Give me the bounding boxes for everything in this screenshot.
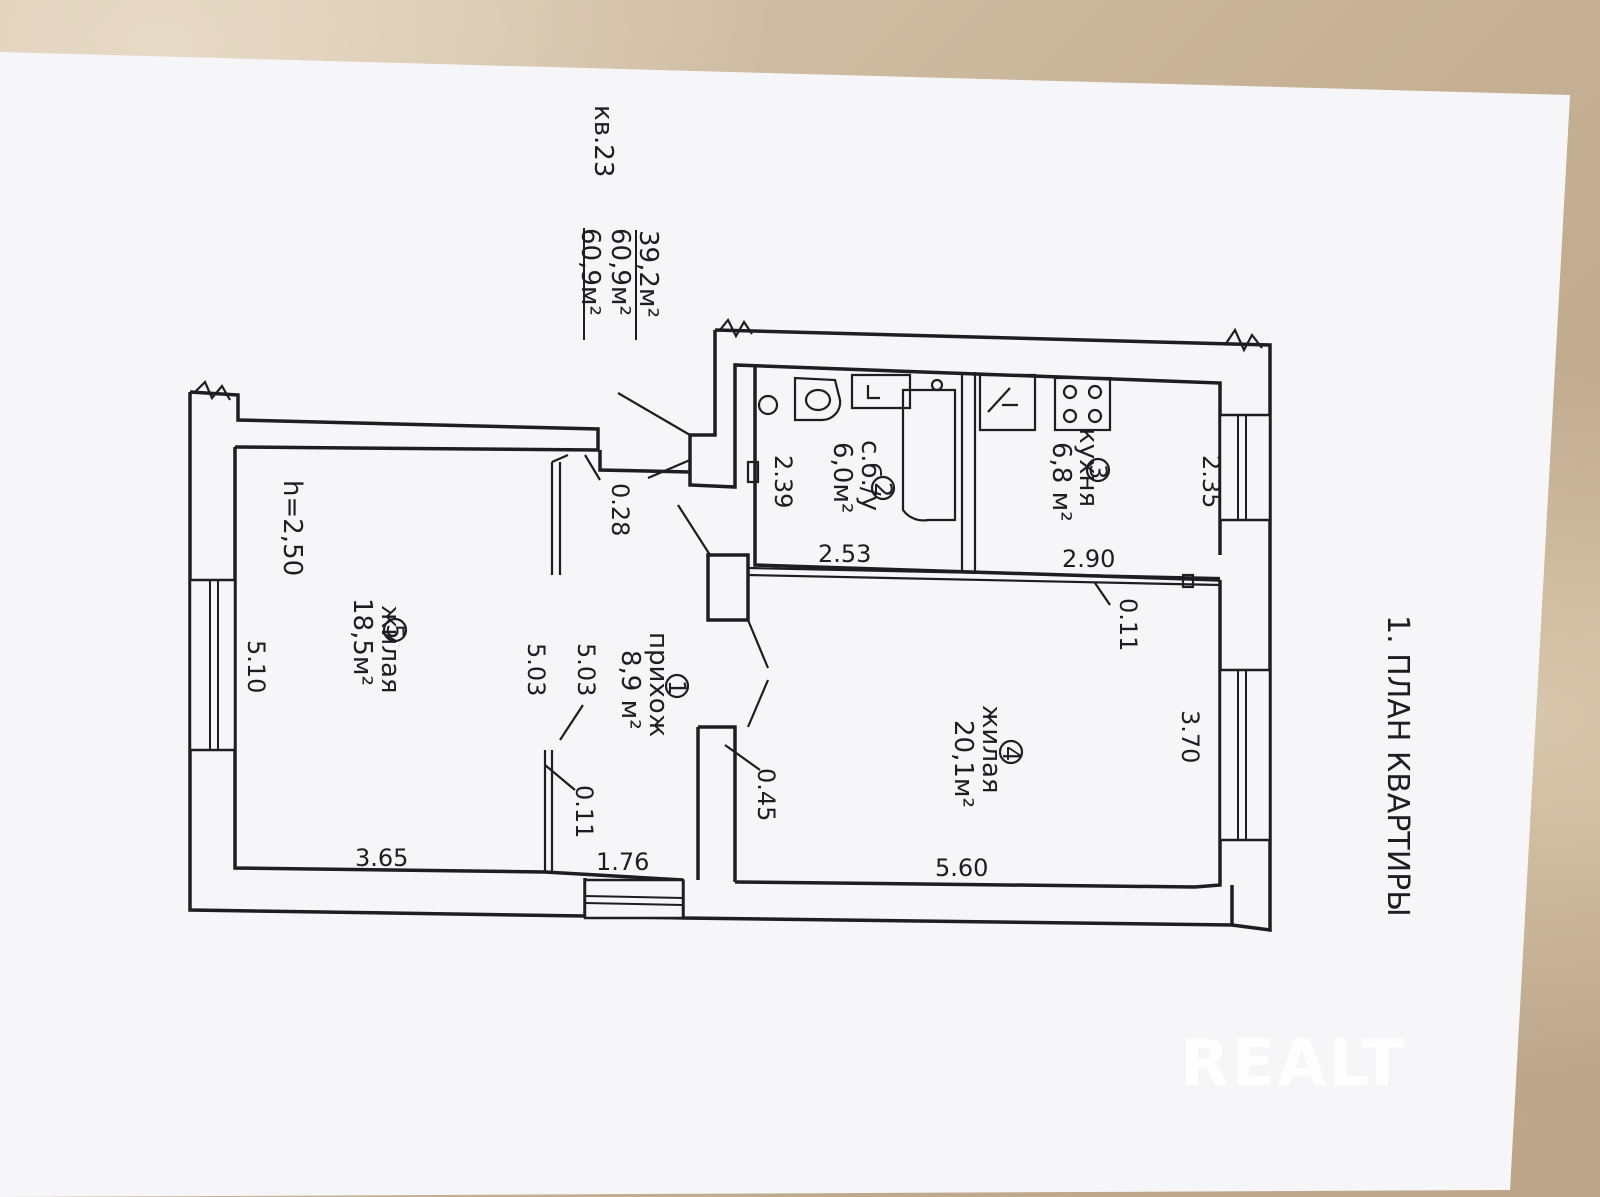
room-1-number: 1 <box>663 680 691 695</box>
dim-2-53: 2.53 <box>818 540 871 568</box>
dim-2-39: 2.39 <box>769 455 797 508</box>
room-3-area: 6,8 м² <box>1046 442 1076 522</box>
dim-0-45: 0.45 <box>752 768 780 821</box>
toilet-icon <box>793 376 842 422</box>
stove-icon <box>1053 376 1112 432</box>
dim-3-65: 3.65 <box>355 844 408 872</box>
room-2-number: 2 <box>869 482 897 497</box>
plan-title: 1. ПЛАН КВАРТИРЫ <box>1380 615 1415 917</box>
dim-2-35: 2.35 <box>1197 455 1225 508</box>
room-4-area: 20,1м² <box>948 720 978 808</box>
room-5-name: жилая <box>375 605 405 694</box>
room-5-area: 18,5м² <box>347 598 377 686</box>
dim-0-28: 0.28 <box>606 483 634 536</box>
room-3-name: кухня <box>1073 428 1103 507</box>
dim-5-10: 5.10 <box>242 640 270 693</box>
dim-5-03-a: 5.03 <box>572 643 600 696</box>
room-4-number: 4 <box>997 746 1025 761</box>
dim-2-90: 2.90 <box>1062 545 1115 573</box>
dim-0-11-top: 0.11 <box>1114 598 1142 651</box>
kitchen-sink-icon <box>978 373 1037 432</box>
ceiling-height: h=2,50 <box>277 480 307 576</box>
area-total: 60,9м² <box>605 228 635 316</box>
area-living: 39,2м² <box>633 230 663 318</box>
room-4-name: жилая <box>976 705 1006 794</box>
paper <box>0 52 1570 1197</box>
room-number-circles <box>382 457 1111 765</box>
room-2-area: 6,0м² <box>827 442 857 513</box>
door-swings <box>551 392 770 728</box>
windows <box>188 413 1272 920</box>
walls <box>188 328 1272 932</box>
realt-watermark: REALT <box>1180 1027 1406 1101</box>
dim-3-70: 3.70 <box>1176 710 1204 763</box>
dim-5-60: 5.60 <box>935 854 988 882</box>
room-1-area: 8,9 м² <box>615 650 645 730</box>
area-total-2: 60,9м² <box>575 228 605 316</box>
bathtub-icon <box>901 388 957 522</box>
room-3-number: 3 <box>1084 464 1112 479</box>
dim-1-76: 1.76 <box>596 848 649 876</box>
room-2-name: с.б./у <box>855 440 885 511</box>
room-5-number: 5 <box>381 624 409 639</box>
dim-5-03-b: 5.03 <box>522 643 550 696</box>
wall-break-marks <box>194 317 1263 401</box>
leader-lines <box>544 454 1111 791</box>
dim-0-11-mid: 0.11 <box>570 785 598 838</box>
fixtures <box>746 373 1195 589</box>
room-1-name: прихож <box>643 632 673 737</box>
sink-icon <box>850 373 912 410</box>
apartment-number: кв.23 <box>588 105 618 177</box>
